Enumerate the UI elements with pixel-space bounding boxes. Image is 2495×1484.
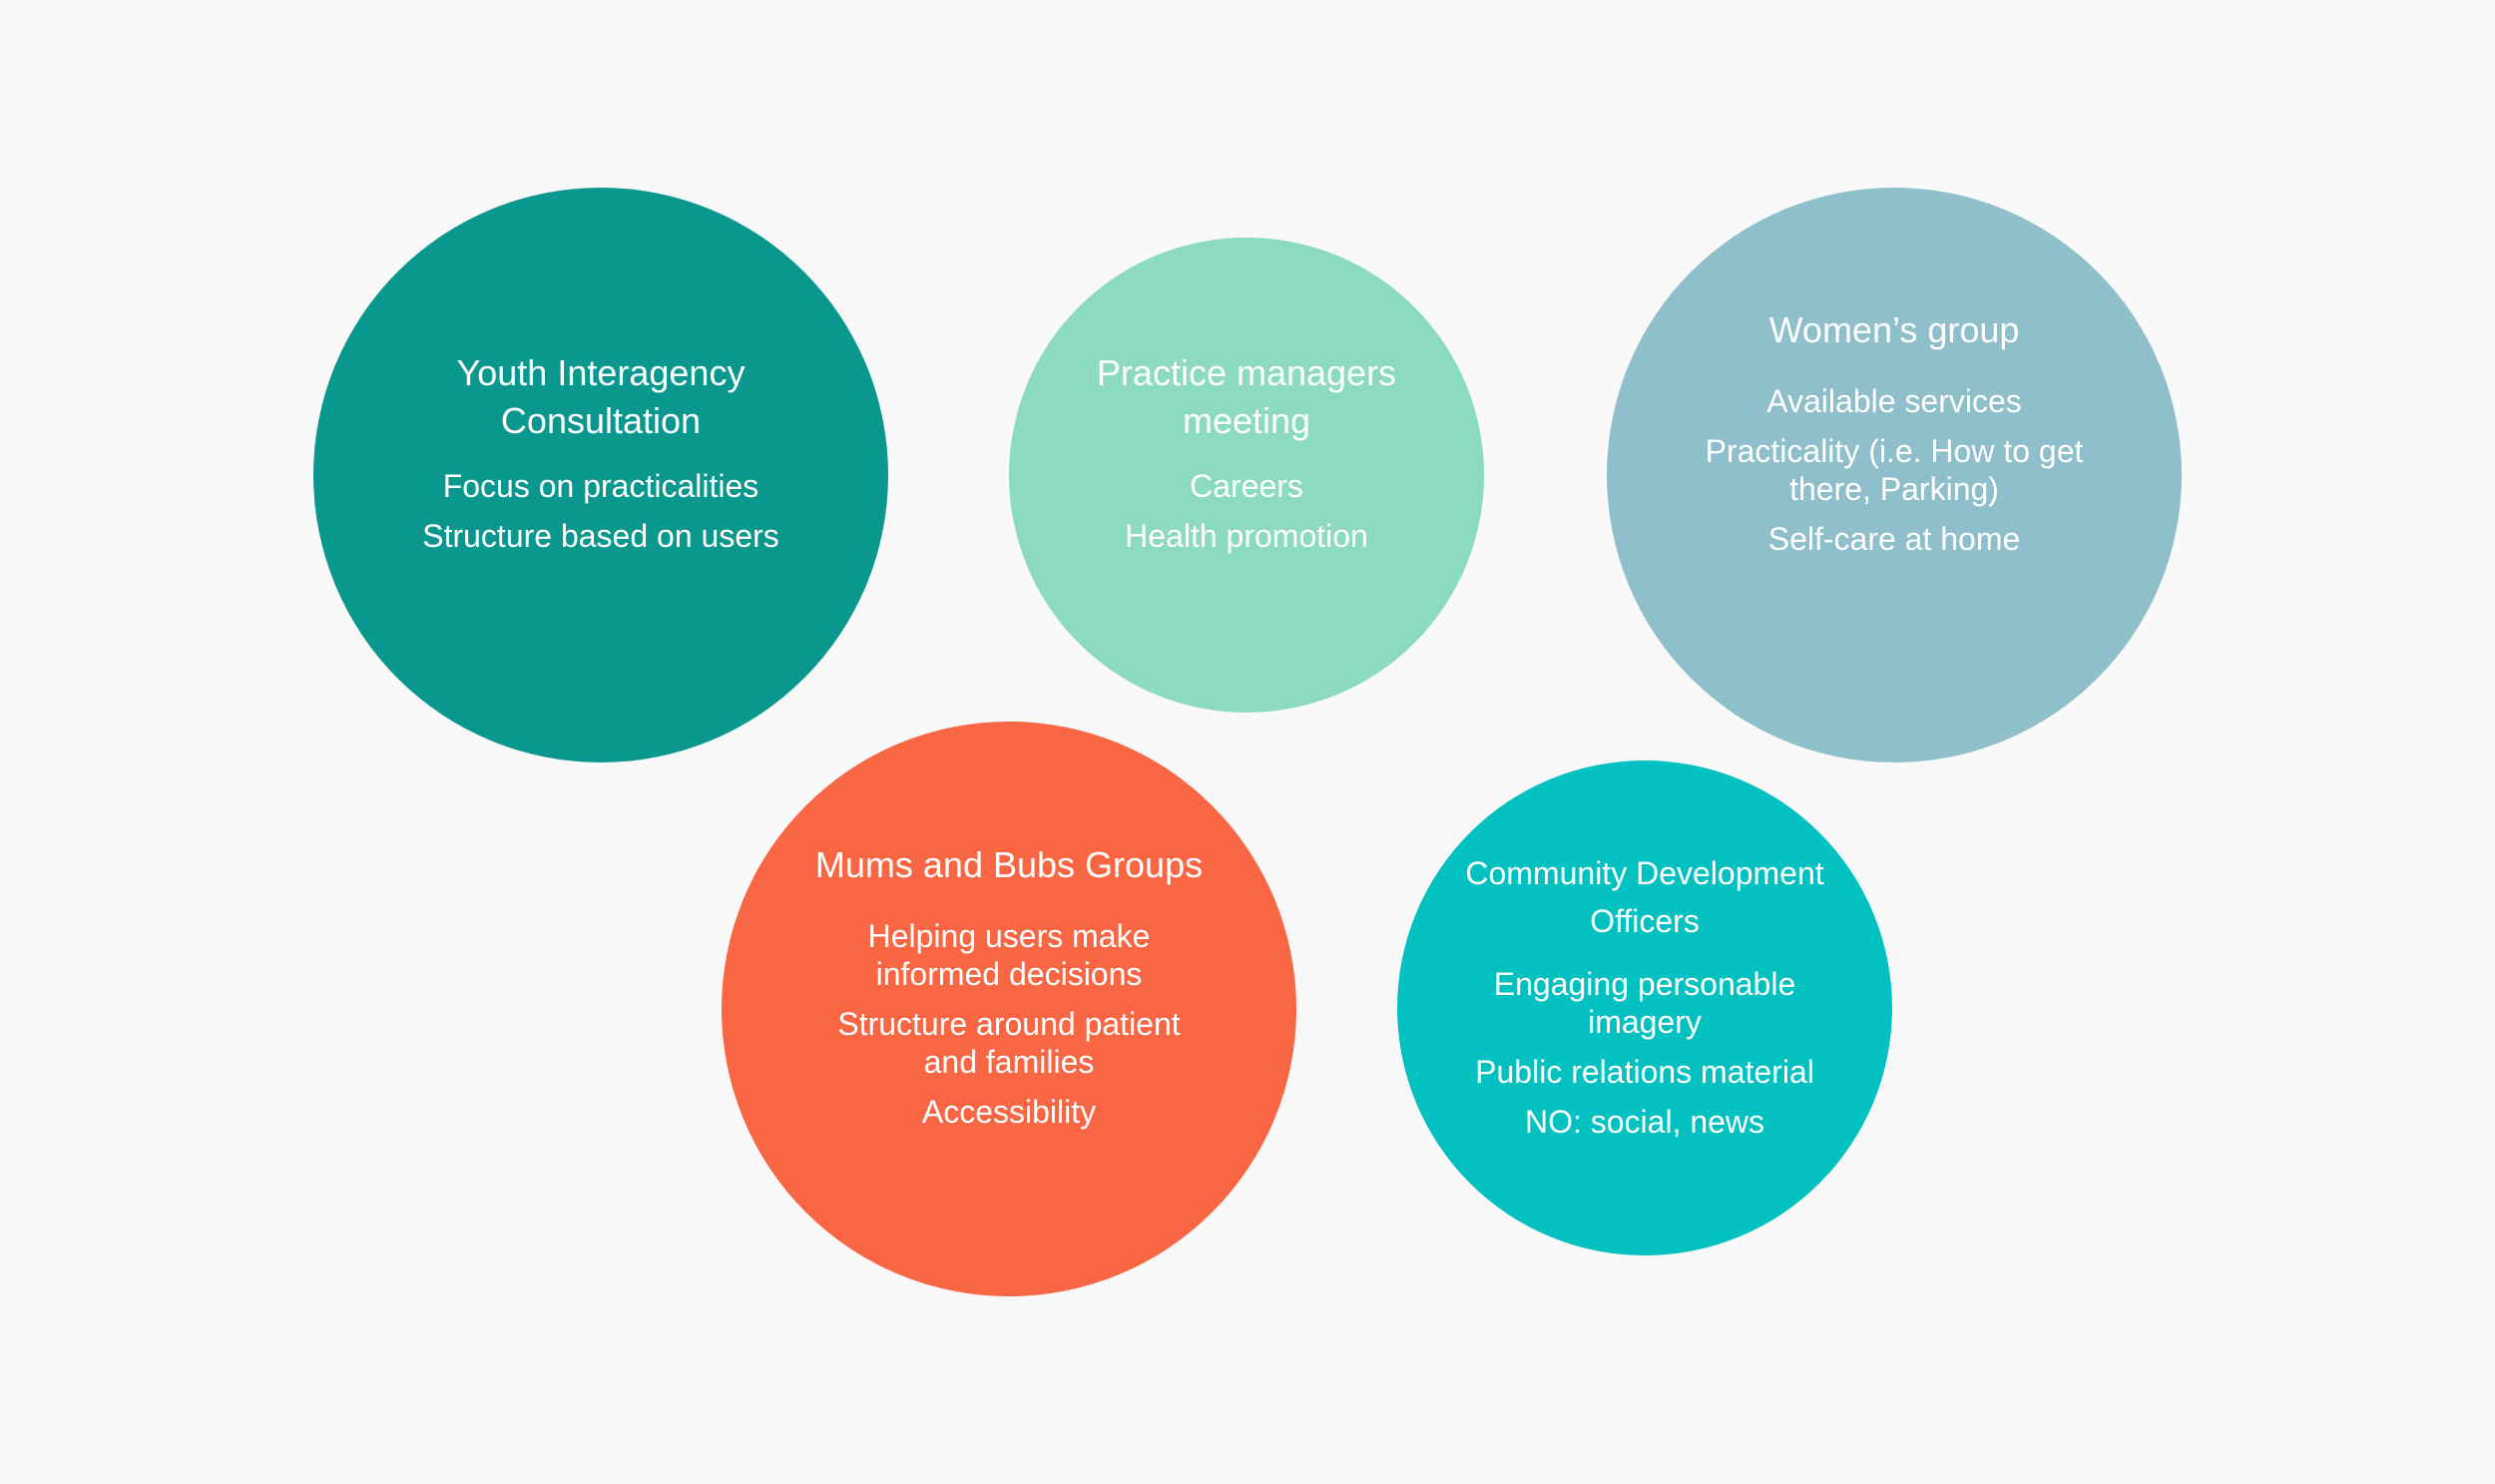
circle-items: Helping users make informed decisions St…: [819, 911, 1199, 1137]
circle-womens-group: Women’s group Available services Practic…: [1607, 188, 2182, 762]
circle-item: Careers: [1190, 468, 1303, 504]
circle-item: Public relations material: [1475, 1054, 1814, 1090]
circle-youth-interagency-consultation: Youth Interagency Consultation Focus on …: [313, 188, 888, 762]
circle-title: Practice managers meeting: [1096, 352, 1397, 441]
circle-item: Accessibility: [921, 1094, 1097, 1130]
circle-item: Health promotion: [1125, 518, 1368, 554]
circle-item: Self-care at home: [1767, 521, 2021, 557]
circle-item: Available services: [1766, 383, 2022, 419]
circle-community-development-officers: Community Development Officers Engaging …: [1397, 760, 1892, 1255]
circle-item: Engaging personable imagery: [1493, 966, 1796, 1040]
circle-title: Community Development Officers: [1465, 855, 1824, 939]
circle-item: Practicality (i.e. How to get there, Par…: [1705, 433, 2084, 507]
circle-practice-managers-meeting: Practice managers meeting Careers Health…: [1009, 238, 1484, 713]
circle-item: Helping users make informed decisions: [867, 918, 1151, 992]
circle-title: Youth Interagency Consultation: [456, 352, 746, 441]
circle-items: Available services Practicality (i.e. Ho…: [1695, 376, 2094, 564]
circle-items: Engaging personable imagery Public relat…: [1465, 959, 1824, 1147]
circle-item: Structure based on users: [422, 518, 779, 554]
circle-item: Focus on practicalities: [442, 468, 759, 504]
circle-items: Careers Health promotion: [1125, 461, 1368, 561]
circle-item: Structure around patient and families: [837, 1006, 1181, 1080]
circle-items: Focus on practicalities Structure based …: [422, 461, 779, 561]
circle-mums-and-bubs-groups: Mums and Bubs Groups Helping users make …: [722, 722, 1296, 1296]
circle-title: Mums and Bubs Groups: [814, 844, 1204, 885]
circle-title: Women’s group: [1768, 309, 2020, 350]
circle-item: NO: social, news: [1524, 1104, 1765, 1140]
